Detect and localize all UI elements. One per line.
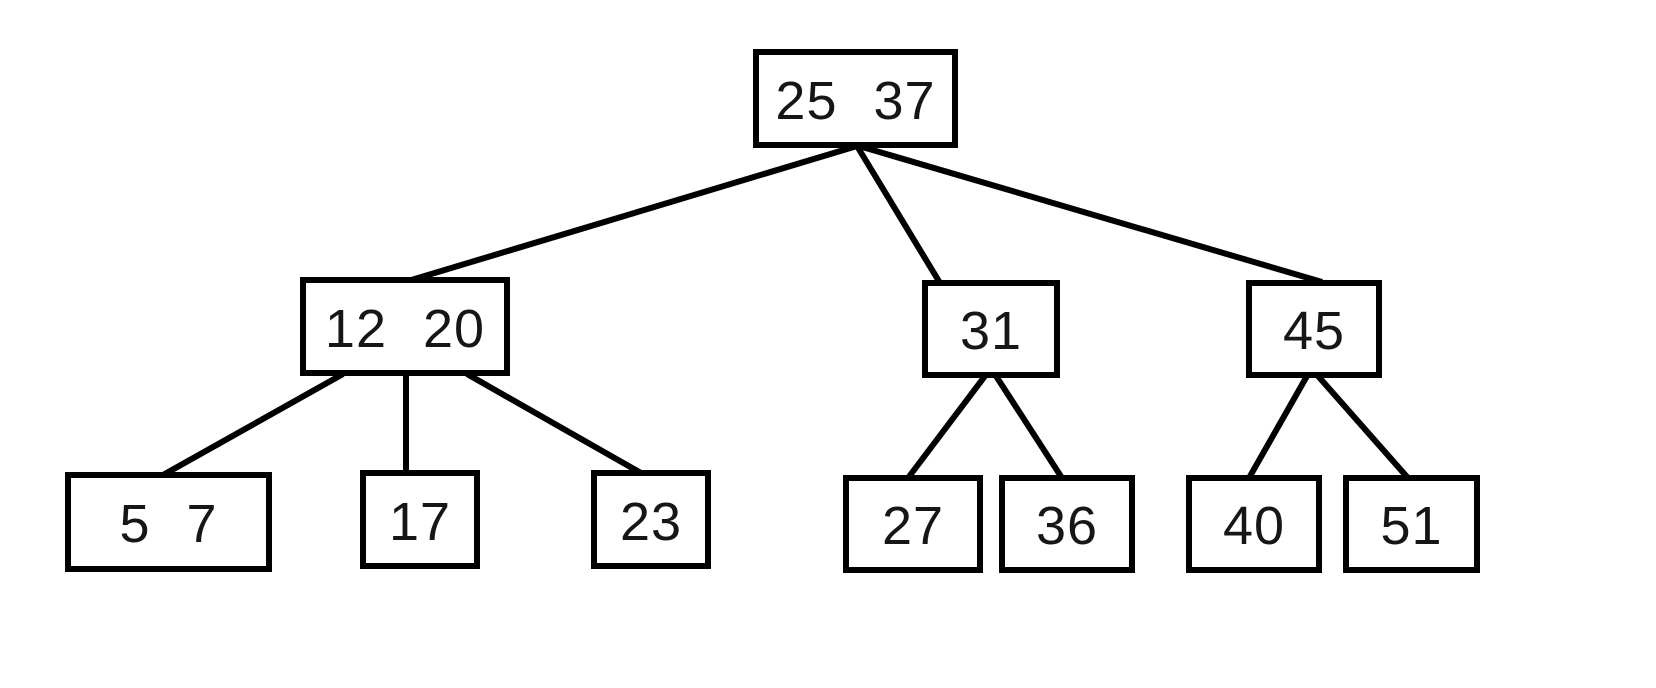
node-key: 20: [423, 298, 486, 359]
edge-45-to-51: [1315, 374, 1411, 480]
tree-node-5-7: 5 7: [65, 472, 272, 572]
tree-node-45: 45: [1246, 280, 1382, 378]
edge-root-to-31: [854, 144, 943, 285]
tree-node-36: 36: [999, 475, 1135, 573]
tree-node-17: 17: [360, 470, 480, 569]
tree-node-23: 23: [591, 470, 711, 569]
edge-31-to-36: [993, 374, 1065, 480]
node-key: 7: [186, 494, 218, 554]
node-key: 5: [119, 494, 151, 554]
node-key: 37: [873, 70, 936, 131]
tree-node-25-37: 25 37: [753, 49, 958, 148]
node-key: 12: [324, 298, 387, 359]
tree-node-27: 27: [843, 475, 983, 573]
node-key: 25: [775, 70, 838, 131]
edge-12-20-to-5-7: [161, 371, 345, 478]
node-key: 51: [1380, 496, 1443, 556]
edge-45-to-40: [1246, 374, 1310, 480]
tree-node-31: 31: [922, 280, 1060, 378]
node-key: 31: [959, 301, 1023, 361]
node-key: 17: [388, 491, 452, 552]
node-key: 23: [619, 491, 683, 552]
tree-node-40: 40: [1186, 475, 1322, 573]
node-key: 40: [1222, 496, 1286, 556]
edge-root-to-12-20: [407, 143, 858, 284]
edge-31-to-27: [905, 374, 988, 480]
edge-root-to-45: [858, 143, 1323, 285]
edge-12-20-to-23: [465, 371, 643, 476]
node-key: 36: [1035, 496, 1099, 556]
node-key: 27: [881, 496, 945, 556]
node-key: 45: [1282, 301, 1346, 361]
tree-node-12-20: 12 20: [300, 277, 510, 376]
tree-node-51: 51: [1343, 475, 1480, 573]
